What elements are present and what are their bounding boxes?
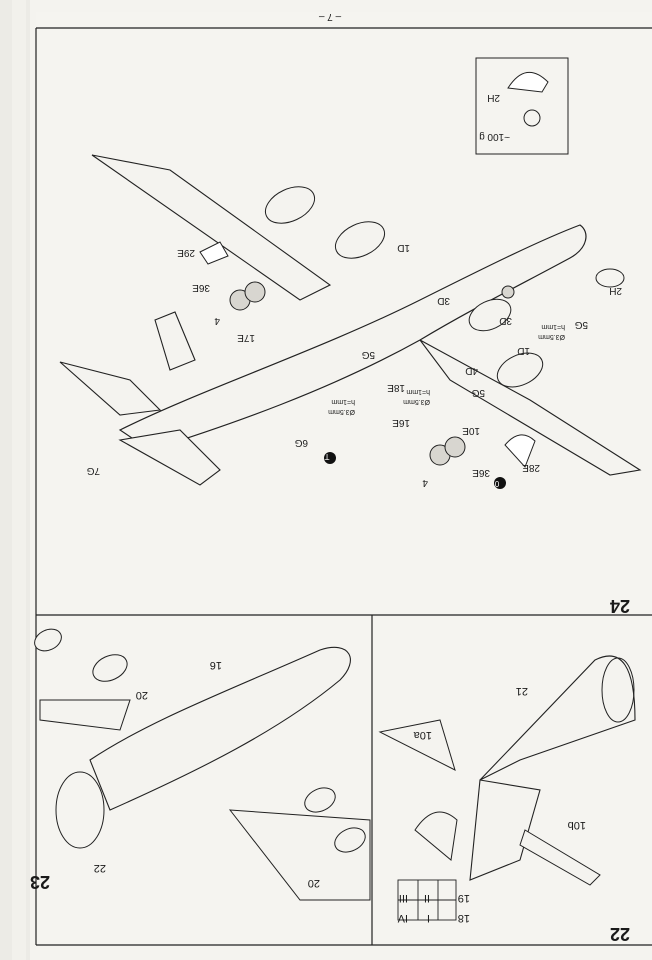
label-7G: 7G (86, 465, 100, 476)
drill-note-2: Ø3.5mm (403, 398, 430, 405)
main-sheet-inner (36, 12, 652, 950)
step24-labels: 2H ~100 g 2H 1D 1D 3D 3D 4D 5G 5G 5G 6G … (86, 92, 622, 488)
label-5G-a: 5G (574, 319, 588, 330)
label-17E: 17E (237, 332, 255, 343)
variant-row2-a: II (424, 892, 430, 904)
label-20-a: 20 (136, 689, 148, 701)
label-1D-b: 1D (517, 345, 530, 356)
landing-gear (229, 281, 515, 466)
weight-box (475, 57, 569, 155)
variant-row1-step: 18 (458, 912, 470, 924)
tailplane-bottom (118, 429, 221, 486)
label-10E: 10E (462, 425, 480, 436)
part-10b-shape (519, 829, 601, 886)
frame-lines (35, 27, 652, 946)
variant-row2-b: III (399, 892, 408, 904)
under-sheet-edge (12, 0, 26, 960)
drill-note-3: Ø3.5mm (538, 333, 565, 340)
variant-row1-b: IV (397, 912, 408, 924)
drill-note-3b: h=1mm (541, 323, 565, 330)
part-10a-shape (378, 719, 456, 771)
step-number-24: 24 (610, 596, 630, 616)
wing-bottom (419, 339, 642, 476)
nose-part-2H (595, 268, 625, 288)
label-5G-b: 5G (361, 349, 375, 360)
label-10a: 10a (413, 729, 432, 741)
label-1D-a: 1D (397, 242, 410, 253)
variant-row1-a: I (427, 912, 430, 924)
fuselage-outline (118, 224, 587, 451)
step22-panel: 21 10a 10b 18 I IV 19 II III (378, 655, 636, 924)
drill-note-1b: h=1mm (331, 398, 355, 405)
label-2H-box: 2H (487, 92, 500, 103)
step-number-23: 23 (30, 872, 50, 892)
step-number-22: 22 (610, 924, 630, 944)
marker-circle-a (494, 477, 506, 489)
weight-ball-icon (523, 109, 541, 127)
label-6G: 6G (294, 437, 308, 448)
nose-ring (601, 657, 635, 723)
label-21: 21 (516, 685, 528, 697)
page-number: – 7 – (318, 11, 341, 22)
label-16: 16 (210, 659, 222, 671)
fuselage-rear (469, 779, 541, 881)
marker-0: 0 (494, 479, 499, 488)
label-3D-a: 3D (437, 295, 450, 306)
label-16E: 16E (392, 417, 410, 428)
step24-panel: 2H ~100 g 2H 1D 1D 3D 3D 4D 5G 5G 5G 6G … (59, 57, 642, 489)
label-28E: 28E (522, 462, 540, 473)
drill-note-1: Ø3.5mm (328, 408, 355, 415)
drill-note-2b: h=1mm (406, 388, 430, 395)
engines (264, 186, 544, 388)
label-29E: 29E (177, 247, 195, 258)
label-36E-a: 36E (192, 282, 210, 293)
variant-table (397, 879, 457, 921)
variant-row2-step: 19 (458, 892, 470, 904)
label-4-b: 4 (422, 477, 428, 488)
step23-panel: 16 20 20 22 (34, 628, 371, 901)
wing-right (228, 809, 371, 901)
label-4-a: 4 (214, 315, 220, 326)
label-10b: 10b (568, 819, 586, 831)
nose-weight-icon (507, 72, 549, 93)
label-22: 22 (94, 862, 106, 874)
label-2H: 2H (609, 285, 622, 296)
label-18E: 18E (387, 382, 405, 393)
marker-T: T (324, 452, 329, 461)
fuselage-nose-half (479, 655, 636, 781)
label-36E-b: 36E (472, 467, 490, 478)
tail-ring (55, 771, 105, 849)
label-3D-b: 3D (499, 315, 512, 326)
marker-circle-b (324, 452, 336, 464)
step22-labels: 21 10a 10b 18 I IV 19 II III (397, 685, 586, 924)
gear-door-28E (504, 434, 536, 468)
fuselage-assembly (89, 646, 351, 811)
wing-left (39, 699, 131, 731)
step23-engines (34, 628, 366, 853)
engine-cowl (414, 811, 458, 861)
label-weight: ~100 g (479, 131, 510, 142)
fin (154, 311, 196, 371)
gear-door-29E (199, 241, 229, 265)
label-5G-c: 5G (471, 387, 485, 398)
step23-labels: 16 20 20 22 (94, 659, 320, 889)
label-20-b: 20 (308, 877, 320, 889)
label-4D: 4D (465, 365, 478, 376)
wing-top (91, 154, 332, 301)
tailplane-top (59, 361, 162, 416)
